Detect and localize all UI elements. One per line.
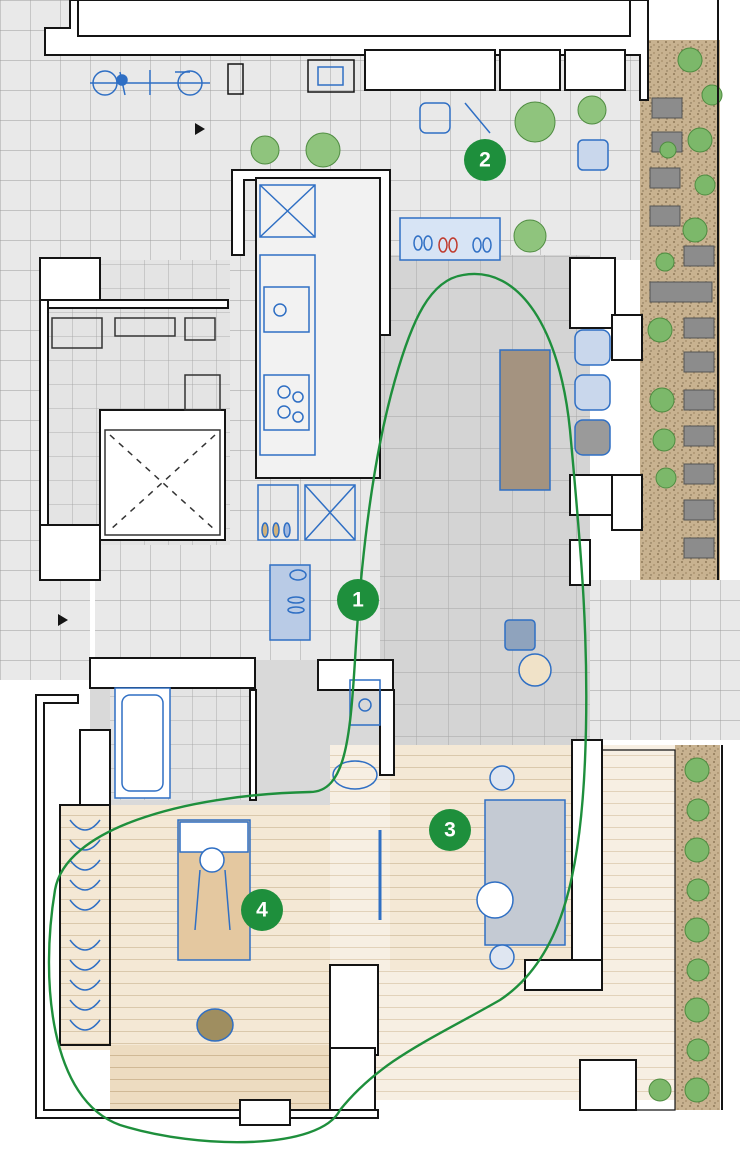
deck-corner-box [579, 1059, 637, 1111]
washing-machine [227, 63, 244, 95]
stepping-stones [649, 97, 715, 559]
bottom-window-box [239, 1099, 291, 1126]
service-divider [47, 299, 229, 309]
bath-wall-left [79, 729, 111, 806]
living-chair-b [574, 374, 611, 411]
bath-wall-top [89, 657, 256, 689]
service-shower [104, 429, 221, 536]
right-wall-c [569, 474, 616, 516]
north-wall-inner [77, 0, 631, 37]
sofa [484, 799, 566, 946]
bicycle-icon [90, 70, 210, 96]
north-wall-mass [44, 0, 649, 101]
person-bed [199, 847, 225, 873]
fridge [259, 184, 316, 238]
living-dark-floor [380, 255, 590, 745]
west-outer-wall [35, 694, 379, 1119]
walls [35, 0, 723, 1126]
bedroom-partition [329, 964, 379, 1056]
gas-meter [184, 317, 216, 341]
counter-unit-c [564, 49, 626, 91]
pantry-box [304, 484, 356, 541]
toilet-wall [379, 689, 395, 776]
toilet [332, 760, 378, 790]
living-chair-a [574, 329, 611, 366]
marker-2-label: 2 [479, 149, 491, 172]
marker-4: 4 [241, 889, 283, 931]
bedroom-chair [196, 1008, 234, 1042]
bedroom-partition-low [329, 1047, 376, 1119]
plant-4 [577, 95, 607, 125]
right-wall-d [611, 474, 643, 531]
service-inner-wall [99, 409, 226, 541]
dish-shelf [257, 484, 299, 541]
side-table [518, 653, 552, 687]
gravel-bed-top [640, 40, 720, 580]
marker-2: 2 [464, 139, 506, 181]
plant-3 [514, 101, 556, 143]
marker-3: 3 [429, 809, 471, 851]
closet-hangers-icon [69, 819, 101, 1031]
entrance-arrow-icon [195, 123, 205, 135]
marker-2-circle [464, 139, 506, 181]
counter-unit-b [499, 49, 561, 91]
marker-4-label: 4 [256, 899, 268, 922]
counter-unit-a [364, 49, 496, 91]
garden-strip [640, 40, 723, 1110]
marker-3-circle [429, 809, 471, 851]
person-sofa [476, 881, 514, 919]
right-outdoor-tiles [590, 580, 740, 740]
armchair [504, 619, 536, 651]
hose-icon [464, 102, 491, 134]
marker-3-label: 3 [444, 819, 456, 842]
marker-4-circle [241, 889, 283, 931]
shoes-icon [413, 235, 492, 253]
cooktop [263, 374, 310, 431]
marker-1-circle [337, 579, 379, 621]
furniture [51, 59, 611, 1042]
terrace-chair [577, 139, 609, 171]
right-wall-b [611, 314, 643, 361]
marker-1-label: 1 [352, 589, 364, 612]
deck-edge [602, 749, 676, 1111]
dining-bench [499, 349, 551, 491]
bedroom-closet-front [59, 804, 111, 1046]
bedroom-lower-wood [110, 1045, 330, 1110]
sink-cabinet [114, 317, 176, 337]
corridor-floor [95, 545, 380, 660]
kitchen-counter [259, 254, 316, 456]
right-wall-a [569, 257, 616, 329]
deck-wall-step [524, 959, 603, 991]
bathtub [114, 687, 171, 799]
fridge-cross [259, 184, 316, 238]
living-chair-c [574, 419, 611, 456]
plant-1 [250, 135, 280, 165]
utility-sink-basin [317, 66, 344, 86]
plant-5 [513, 219, 547, 253]
garden-shrubs [647, 47, 723, 1103]
sink-drain [273, 303, 287, 317]
washbasin [349, 679, 381, 726]
terrace-plants [250, 95, 607, 253]
washer-unit [51, 317, 103, 349]
east-outer-line [717, 0, 723, 1110]
utility-sink [307, 59, 355, 93]
service-wall-left [39, 299, 49, 526]
bath-wall-mid [249, 689, 257, 801]
terrace-stool [419, 102, 451, 134]
deck-wall-right [571, 739, 603, 991]
service-wall-top [39, 257, 101, 304]
storage-box [184, 374, 221, 411]
plant-2 [305, 132, 341, 168]
marker-1: 1 [337, 579, 379, 621]
side-entrance-arrow-icon [58, 614, 68, 626]
kitchen-island-wall [255, 177, 381, 479]
kitchen-sink [263, 286, 310, 333]
service-wall-bottom [39, 524, 101, 581]
